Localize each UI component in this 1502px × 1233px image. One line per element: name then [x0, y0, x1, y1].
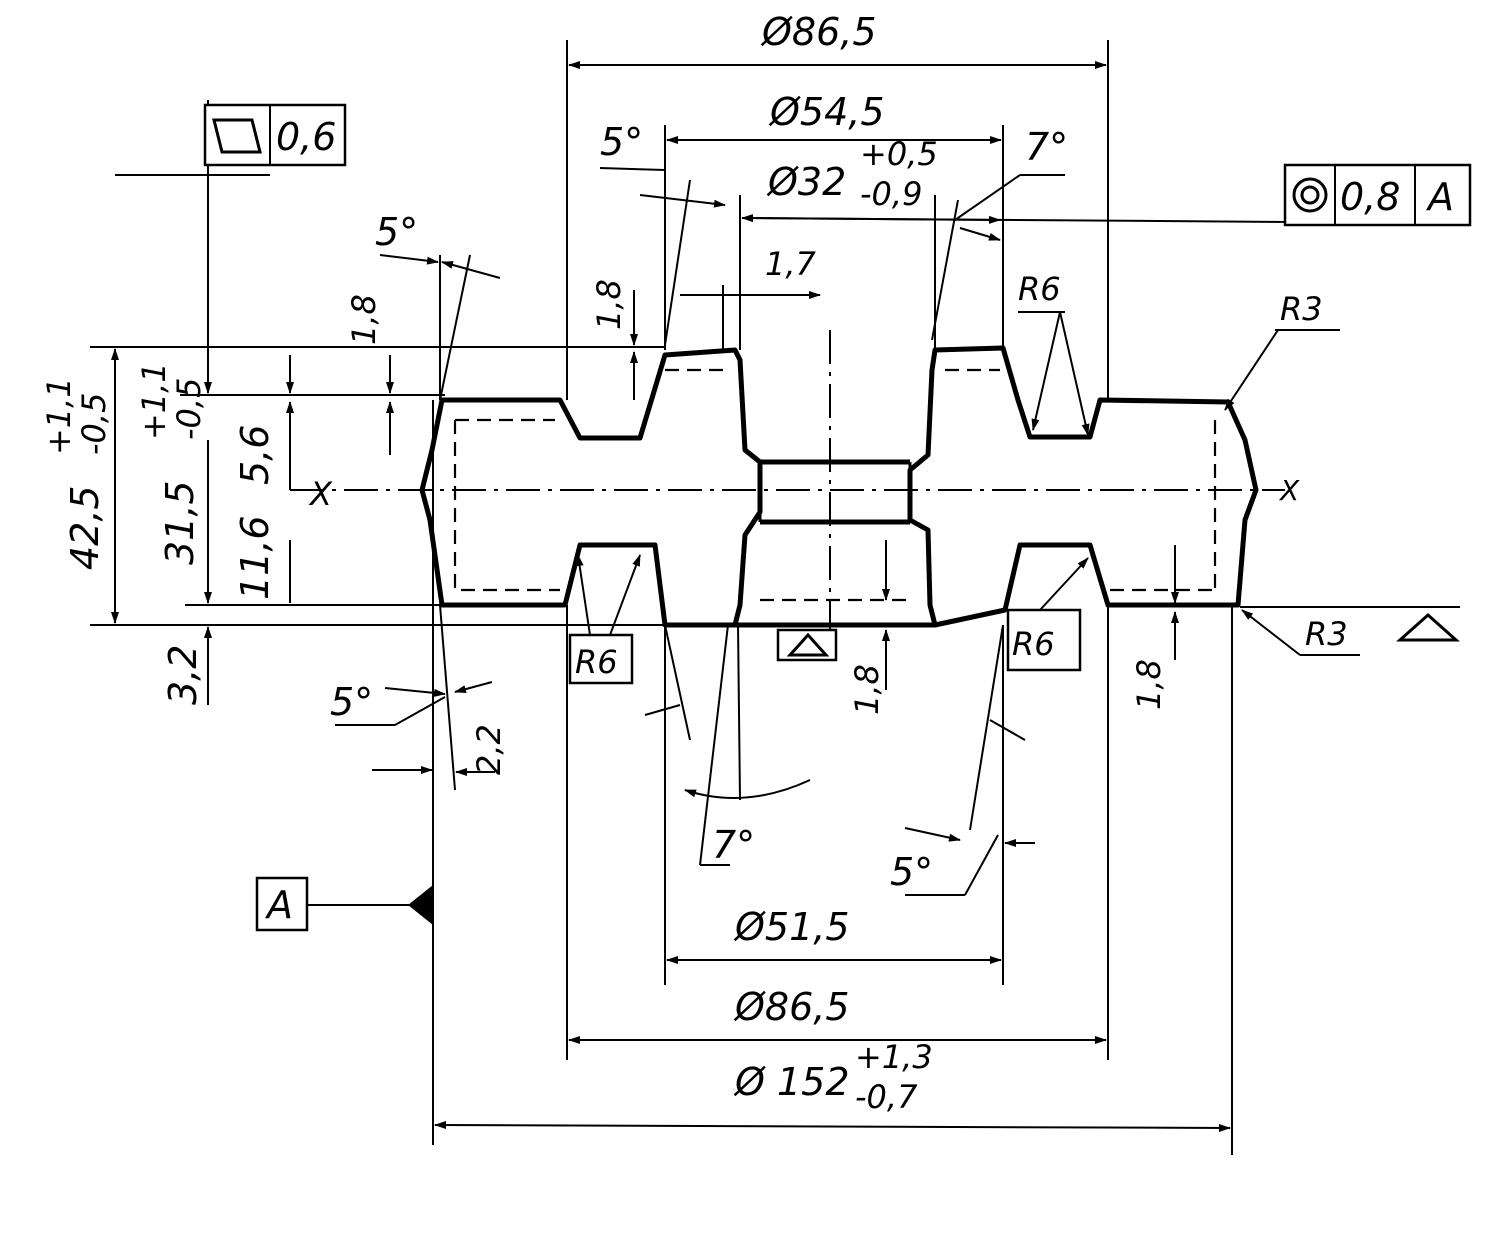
r6-bottom-left: R6	[575, 643, 618, 681]
dim-d-top-outer: Ø86,5	[760, 10, 877, 54]
datum-a: A	[255, 876, 433, 932]
dim-d-bore-tol-lower: -0,9	[860, 175, 922, 213]
dim-d-total: Ø 152	[733, 1060, 850, 1104]
dim-d-total-tol-upper: +1,3	[855, 1038, 933, 1076]
concentricity-value: 0,8	[1340, 175, 1400, 219]
r6-bottom-right: R6	[1012, 625, 1055, 663]
flatness-symbol-icon	[212, 118, 262, 154]
bottom-dimensions: R6 1,8 R6 1,8 R3 5°	[330, 540, 1460, 1132]
dim-w-22: 2,2	[470, 724, 508, 775]
dim-d-bottom-outer: Ø86,5	[733, 985, 850, 1029]
parting-triangle-icon	[776, 628, 838, 662]
dim-h-116: 11,6	[233, 515, 277, 600]
r3-bottom: R3	[1305, 615, 1348, 653]
datum-triangle-icon	[1396, 612, 1460, 642]
dim-d-bottom-inner: Ø51,5	[733, 905, 850, 949]
angle-5-top-left: 5°	[375, 210, 418, 254]
axis-x-right-label: X	[1278, 474, 1300, 507]
dim-w-17: 1,7	[765, 245, 817, 283]
dim-h-total-tol-lower: -0,5	[75, 393, 113, 455]
dim-h-56: 5,6	[233, 425, 277, 485]
concentricity-frame: 0,8 A	[1283, 163, 1472, 227]
left-dimensions: 42,5 +1,1 -0,5 31,5 +1,1 -0,5 5,6 11,6 3…	[40, 100, 294, 705]
angle-7-top: 7°	[1025, 125, 1068, 169]
section-right-body	[907, 345, 1259, 628]
r3-top: R3	[1280, 290, 1323, 328]
step-18-bottom: 1,8	[848, 664, 886, 715]
section-left-body	[419, 347, 763, 628]
flatness-value: 0,6	[276, 115, 336, 159]
dim-d-bore: Ø32	[766, 160, 846, 204]
dim-d-bore-tol-upper: +0,5	[860, 135, 938, 173]
dim-d-top-inner: Ø54,5	[768, 90, 885, 134]
angle-5-bottom-right: 5°	[890, 850, 933, 894]
angle-5-top-hub: 5°	[600, 120, 643, 164]
datum-label: A	[264, 883, 293, 927]
angle-7-bottom: 7°	[712, 823, 755, 867]
flatness-frame: 0,6	[203, 103, 347, 176]
dim-h-flange-tol-upper: +1,1	[135, 362, 173, 440]
top-dimensions: Ø86,5 Ø54,5 Ø32 +0,5 -0,9 1,7 5° 7° 5° 1…	[345, 10, 1340, 455]
dim-h-flange-tol-lower: -0,5	[170, 378, 208, 440]
r6-top: R6	[1018, 270, 1061, 308]
concentricity-datum: A	[1425, 175, 1454, 219]
step-18-right: 1,8	[1130, 659, 1168, 710]
dim-h-total: 42,5	[63, 485, 107, 570]
step-18-left: 1,8	[345, 294, 383, 345]
machined-contour	[453, 368, 1217, 602]
step-18-hub: 1,8	[590, 279, 628, 330]
part-section	[419, 345, 1259, 628]
dim-h-total-tol-upper: +1,1	[40, 377, 78, 455]
axis-x-left-label: X	[308, 475, 333, 513]
center-lines: X X	[290, 330, 1300, 660]
dim-h-flange: 31,5	[158, 480, 202, 565]
angle-5-bottom-left: 5°	[330, 680, 373, 724]
dim-h-32: 3,2	[161, 645, 205, 705]
dim-d-total-tol-lower: -0,7	[855, 1078, 918, 1116]
concentricity-symbol-icon	[1292, 177, 1328, 213]
